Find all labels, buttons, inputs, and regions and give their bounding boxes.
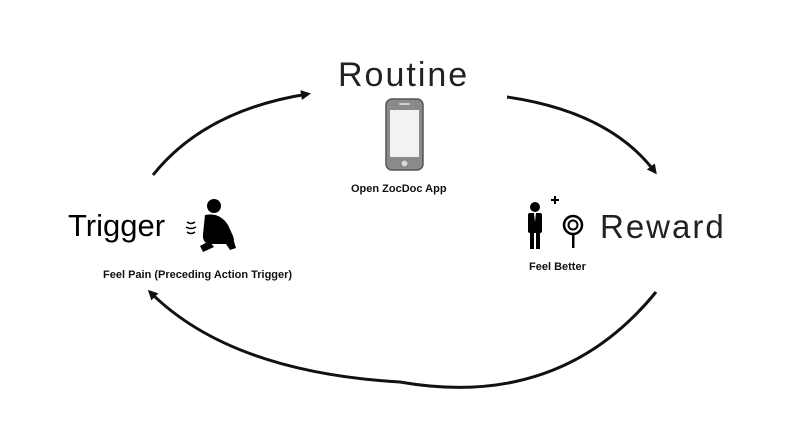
routine-caption: Open ZocDoc App xyxy=(351,183,447,195)
arrow-trigger-to-routine xyxy=(151,90,311,176)
trigger-caption: Feel Pain (Preceding Action Trigger) xyxy=(103,269,293,281)
person-with-lollipop-icon xyxy=(528,196,584,249)
smartphone-icon xyxy=(385,98,424,171)
arrow-reward-to-trigger xyxy=(147,289,658,389)
trigger-title: Trigger xyxy=(68,208,166,243)
reward-title: Reward xyxy=(600,208,726,245)
kneeling-person-in-pain-icon xyxy=(185,199,236,252)
routine-title: Routine xyxy=(338,56,470,94)
reward-caption: Feel Better xyxy=(529,261,586,273)
arrow-routine-to-reward xyxy=(506,95,657,175)
